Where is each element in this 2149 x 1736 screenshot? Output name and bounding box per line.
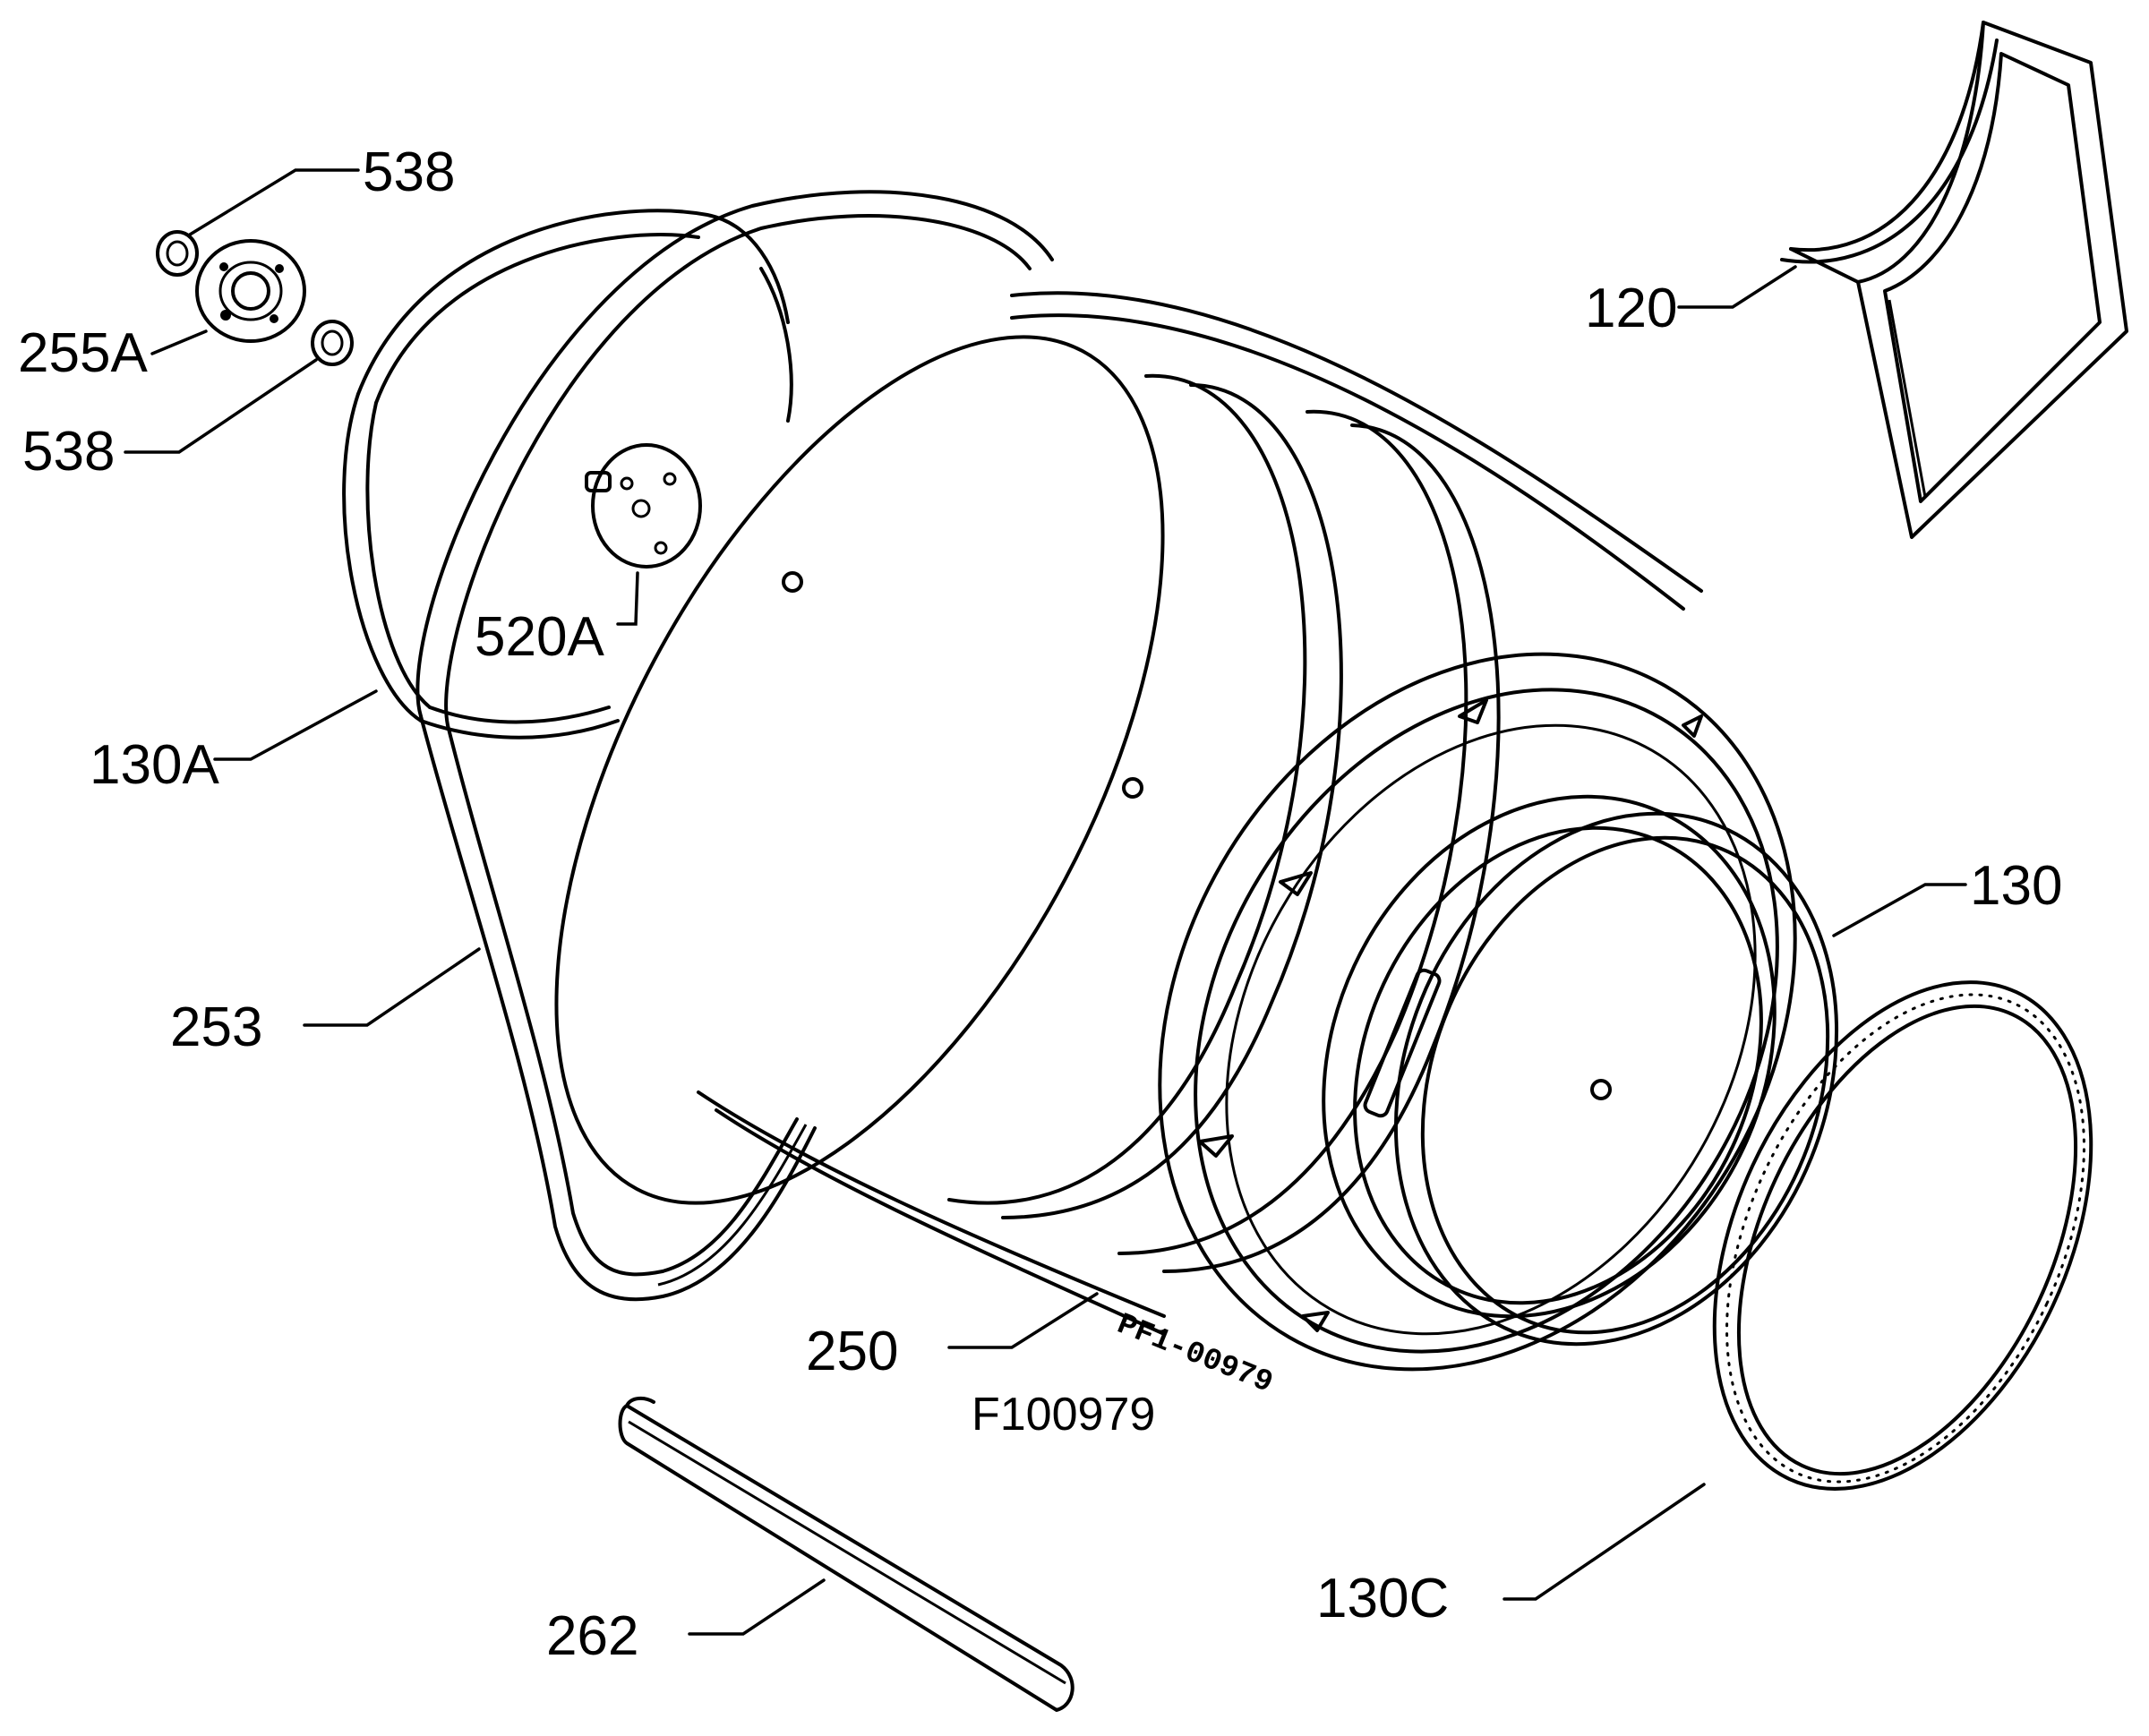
callout-130c: 130C bbox=[1316, 1568, 1449, 1629]
felt-seal-130c bbox=[1712, 980, 2093, 1491]
bearing-hub-255a bbox=[195, 239, 306, 343]
lifter-bar-262 bbox=[618, 1396, 1074, 1712]
drive-belt-253 bbox=[415, 190, 1054, 1302]
seal-538-bottom bbox=[311, 320, 354, 366]
callout-250: 250 bbox=[806, 1321, 898, 1382]
drawing-code: F100979 bbox=[972, 1389, 1155, 1441]
front-ring-130 bbox=[1393, 811, 1839, 1347]
rear-drum-flange-130a bbox=[342, 209, 793, 740]
callout-255a: 255A bbox=[18, 322, 148, 384]
callout-130a: 130A bbox=[90, 734, 219, 796]
callout-538-bottom: 538 bbox=[22, 421, 115, 483]
shaft-plate-520a bbox=[585, 443, 702, 569]
callout-130: 130 bbox=[1970, 855, 2062, 917]
callout-120: 120 bbox=[1585, 278, 1677, 339]
callout-262: 262 bbox=[546, 1605, 638, 1667]
filter-frame-120 bbox=[1780, 21, 2128, 539]
callout-253: 253 bbox=[170, 996, 262, 1058]
callout-538-top: 538 bbox=[363, 141, 455, 203]
seal-538-top bbox=[156, 230, 199, 277]
callout-520a: 520A bbox=[475, 606, 604, 668]
leader-lines bbox=[124, 168, 1967, 1636]
drum-stamp: PF1-00979 bbox=[1112, 1308, 1278, 1401]
